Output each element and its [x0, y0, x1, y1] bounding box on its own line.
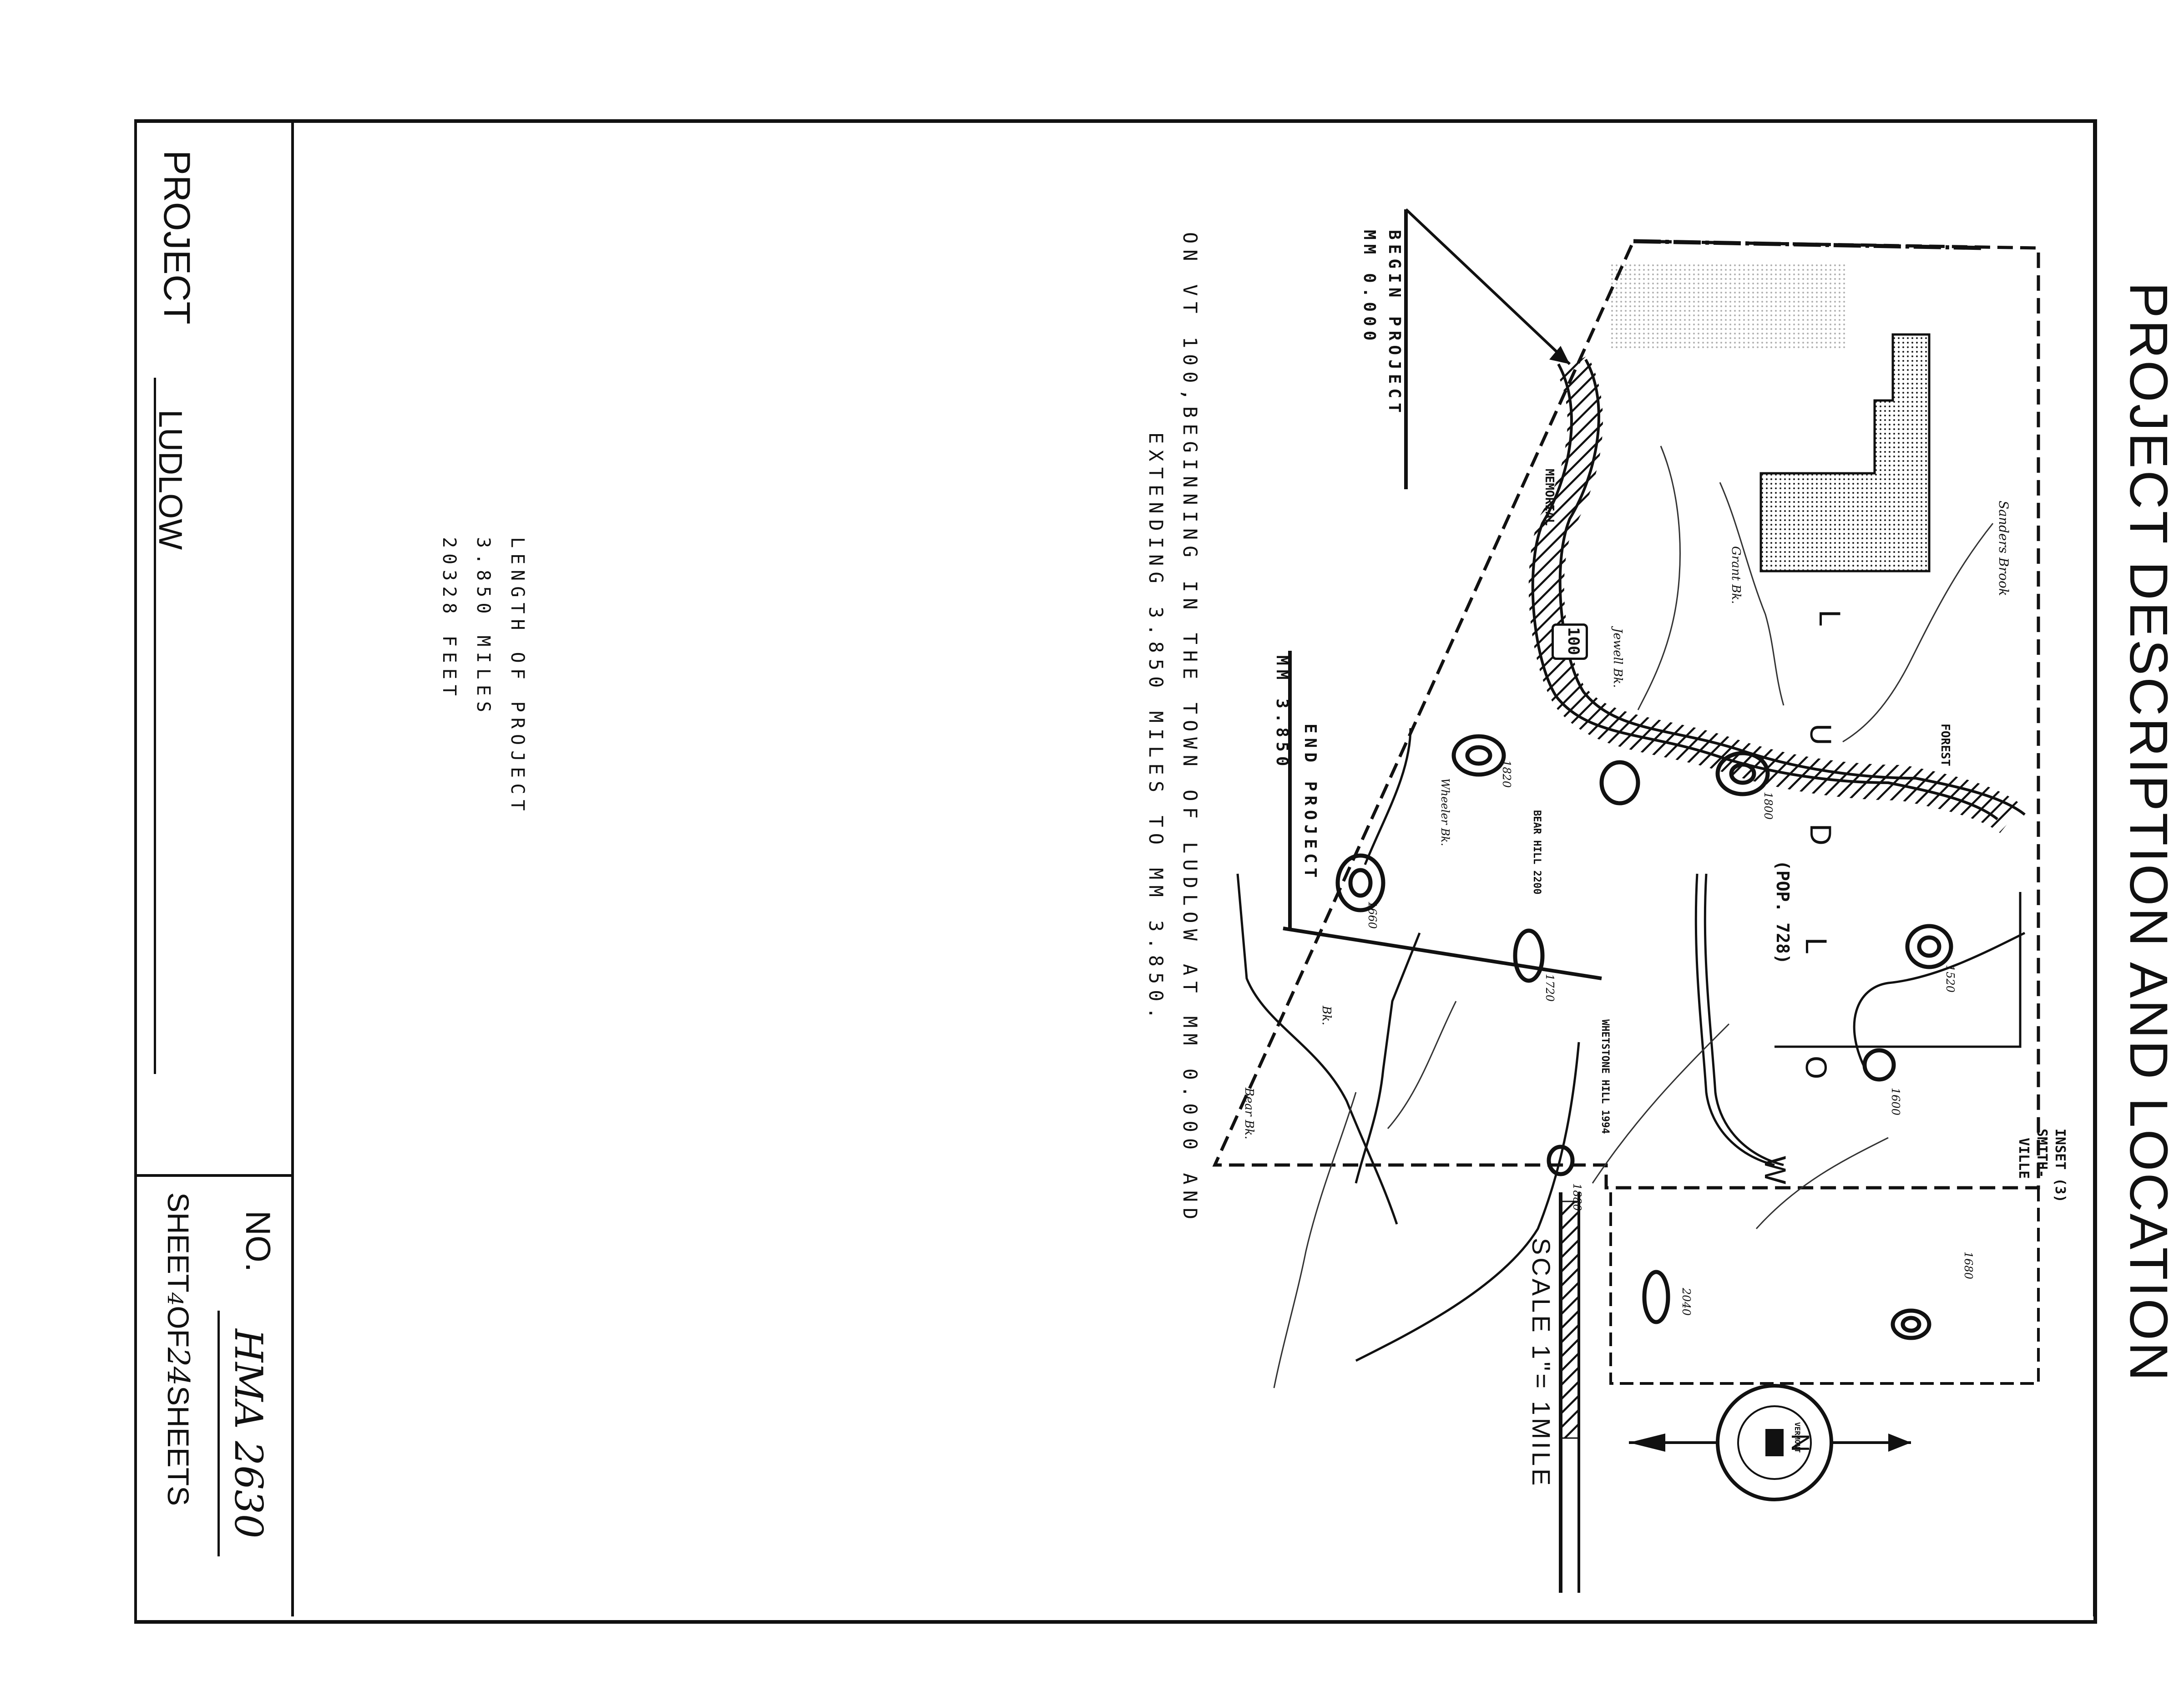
town-letter-3: D: [1804, 824, 1838, 846]
speckle-area: [1611, 264, 1847, 350]
elev-2040: 2040: [1680, 1288, 1693, 1316]
town-letter-2: U: [1804, 724, 1838, 745]
vermont-seal-text: VERMONT: [1793, 1422, 1802, 1453]
title-block-divider: [291, 119, 294, 1616]
town-letter-4: L: [1800, 937, 1833, 954]
town-letter-6: W: [1759, 1156, 1792, 1185]
elev-1800: 1800: [1762, 792, 1774, 820]
hill-contours: [1335, 734, 1953, 1340]
whetstone-hill-label: WHETSTONE HILL 1994: [1599, 1019, 1611, 1134]
streams: [1273, 446, 1994, 1388]
town-boundary: [1212, 239, 2040, 1190]
forest-label: FOREST: [1938, 724, 1952, 766]
stream-bk: Bk.: [1320, 1006, 1333, 1026]
stream-bear-bk: Bear Bk.: [1242, 1088, 1256, 1140]
elev-1660: 1660: [1366, 901, 1379, 929]
road-label-memorial: MEMORIAL: [1542, 469, 1556, 526]
end-project-mm: MM 3.850: [1273, 655, 1291, 771]
end-project-label: END PROJECT: [1301, 724, 1320, 882]
bear-hill-label: BEAR HILL 2200: [1531, 810, 1542, 895]
begin-project-mm: MM 0.000: [1360, 230, 1379, 345]
elev-1720: 1720: [1543, 974, 1556, 1002]
inset-box: [1609, 1188, 2040, 1385]
elev-1880: 1880: [1571, 1183, 1583, 1211]
elev-1820: 1820: [1500, 760, 1513, 788]
begin-project-leader: [1405, 208, 1571, 365]
vt100-shield-number: 100: [1564, 627, 1582, 655]
scale-bar: [1559, 1192, 1580, 1593]
stream-grant: Grant Bk.: [1729, 546, 1743, 604]
forest-parcel: [1759, 333, 1931, 572]
population-label: (POP. 728): [1773, 860, 1793, 964]
inset-label: INSET (3): [2052, 1129, 2068, 1203]
stream-sanders-brook: Sanders Brook: [1996, 501, 2011, 596]
begin-project-label: BEGIN PROJECT: [1385, 230, 1404, 417]
end-project-line: [1283, 927, 1602, 980]
no-underline: [217, 1311, 220, 1556]
town-letter-5: O: [1800, 1056, 1833, 1079]
stream-jewell: Jewell Bk.: [1611, 628, 1624, 688]
elev-1680: 1680: [1962, 1251, 1975, 1280]
vt100-route: [1528, 355, 2022, 834]
town-boundary-solid: [1633, 239, 1984, 250]
north-arrow: [1629, 1384, 1911, 1501]
scale-label: SCALE 1"= 1MILE: [1527, 1238, 1556, 1489]
sheet-no-divider: [136, 1174, 293, 1177]
vt100-route-shield: [1552, 623, 1588, 660]
local-roads: [1236, 728, 2026, 1362]
elev-1520: 1520: [1944, 965, 1956, 993]
inset-place-2: VILLE: [2016, 1138, 2032, 1179]
inset-place-1: SMITH-: [2034, 1129, 2050, 1178]
stream-wheeler: Wheeler Bk.: [1439, 778, 1451, 846]
project-underline: [154, 378, 156, 1074]
elev-1600: 1600: [1889, 1088, 1902, 1116]
town-letter-1: L: [1813, 610, 1847, 627]
right-strip-divider: [2093, 119, 2096, 1616]
